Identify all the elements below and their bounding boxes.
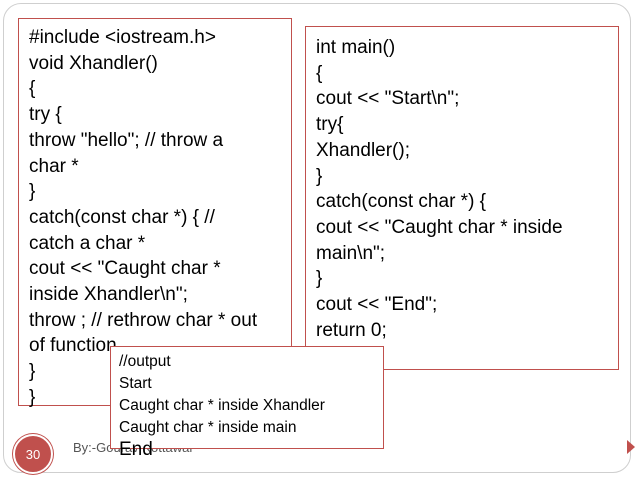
code-line: }: [29, 386, 36, 408]
code-line: Xhandler();: [316, 139, 410, 161]
code-line: }: [29, 361, 36, 383]
code-line: #include <iostream.h>: [29, 27, 216, 48]
code-line: void Xhandler(): [29, 52, 158, 74]
output-box: //output Start Caught char * inside Xhan…: [110, 346, 384, 460]
code-line: int main(): [316, 37, 396, 58]
code-line: inside Xhandler\n";: [29, 284, 188, 306]
output-line: Start: [119, 375, 152, 392]
chevron-right-icon: [627, 440, 635, 454]
code-line: cout << "Caught char *: [29, 258, 221, 280]
code-line: }: [29, 181, 36, 203]
code-line: }: [316, 165, 323, 187]
code-line: }: [316, 268, 323, 290]
output-line: End: [119, 439, 153, 460]
code-line: catch(const char *) { //: [29, 206, 215, 228]
code-line: {: [29, 78, 36, 100]
code-line: cout << "End";: [316, 294, 438, 316]
code-line: throw "hello"; // throw a: [29, 129, 224, 151]
main-code-box: int main() { cout << "Start\n"; try{ Xha…: [305, 26, 619, 370]
output-line: Caught char * inside main: [119, 419, 297, 436]
slide-number-badge: 30: [13, 434, 53, 474]
code-line: cout << "Caught char * inside: [316, 216, 563, 238]
code-line: catch(const char *) {: [316, 191, 487, 213]
code-line: cout << "Start\n";: [316, 88, 460, 110]
code-line: main\n";: [316, 242, 386, 264]
code-line: char *: [29, 155, 79, 177]
code-line: of function: [29, 335, 117, 357]
code-line: try {: [29, 104, 62, 126]
code-line: try{: [316, 114, 344, 136]
xhandler-code-box: #include <iostream.h> void Xhandler() { …: [18, 18, 292, 408]
output-line: Caught char * inside Xhandler: [119, 397, 325, 414]
code-line: catch a char *: [29, 232, 146, 254]
output-line: //output: [119, 353, 171, 370]
code-line: return 0;: [316, 319, 387, 341]
code-line: {: [316, 62, 323, 84]
code-line: throw ; // rethrow char * out: [29, 309, 258, 331]
